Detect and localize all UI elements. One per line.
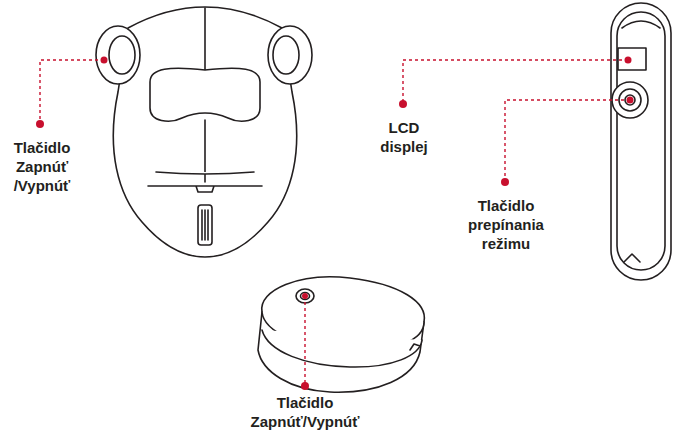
remote-control [611, 3, 671, 280]
leader-lines [40, 60, 630, 384]
leader-dots [36, 57, 634, 391]
mode-button-label: Tlačidlo prepínania režimu [456, 196, 556, 253]
button-label: Tlačidlo Zapnúť /Vypnúť [6, 138, 78, 195]
face-mask [96, 7, 312, 257]
button-label: Tlačidlo Zapnúť/Vypnúť [230, 393, 380, 431]
light-pod [258, 277, 424, 392]
display-label: LCD displej [373, 118, 435, 156]
